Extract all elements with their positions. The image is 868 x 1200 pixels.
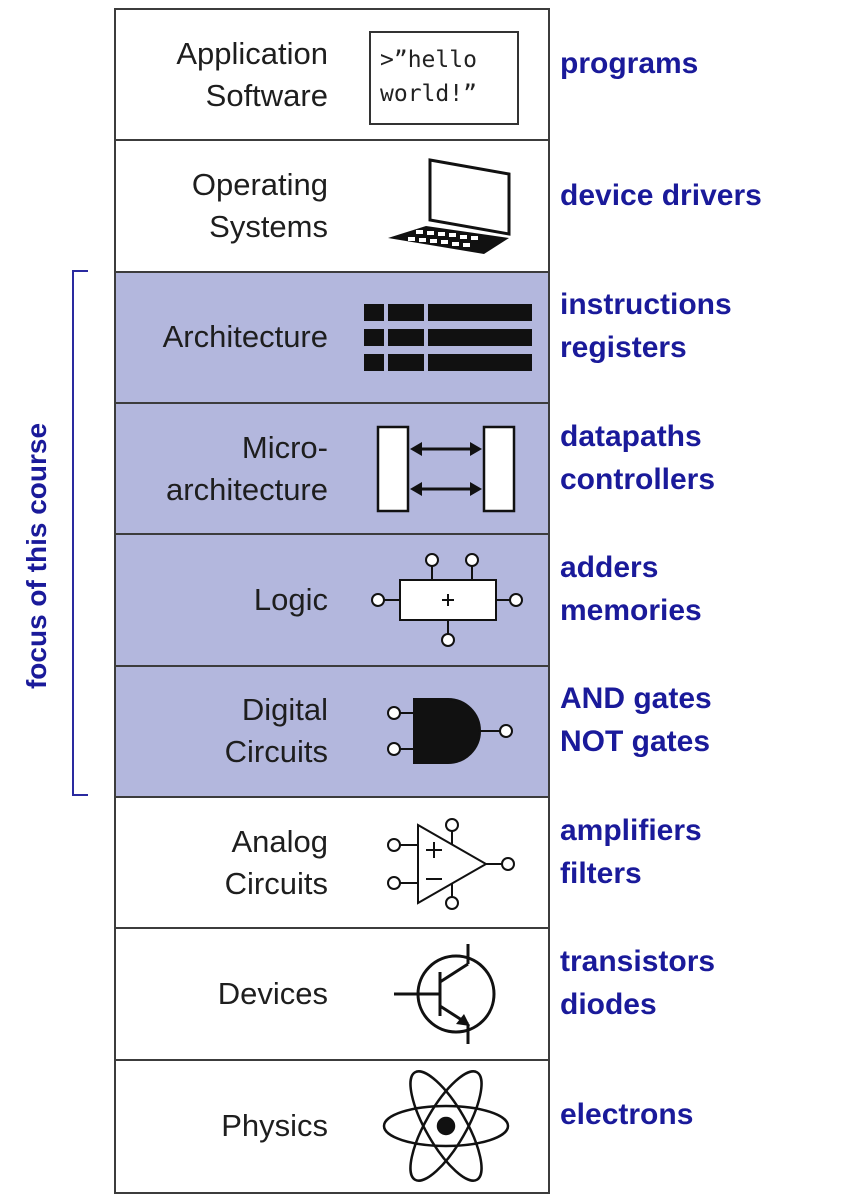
focus-label: focus of this course <box>21 422 52 690</box>
layer-examples: AND gates NOT gates <box>560 682 712 759</box>
layer-examples: instructions registers <box>560 288 732 365</box>
layer-analog-circuits: Analog Circuits <box>116 798 548 930</box>
layer-examples: electrons <box>560 1097 694 1131</box>
layer-physics: Physics <box>116 1060 548 1192</box>
layer-digital-circuits: Digital Circuits <box>116 666 548 798</box>
layer-examples: datapaths controllers <box>560 419 716 496</box>
layer-devices: Devices <box>116 929 548 1061</box>
laptop-icon <box>364 146 534 266</box>
layer-examples: transistors diodes <box>560 945 716 1021</box>
layer-name: Physics <box>221 1108 328 1144</box>
layer-logic: Logic <box>116 535 548 667</box>
register-table-icon <box>364 277 534 397</box>
layer-name: Operating Systems <box>191 166 328 244</box>
layer-name: Analog Circuits <box>224 823 328 901</box>
layer-name: Micro- architecture <box>166 429 328 507</box>
layer-architecture: Architecture <box>116 272 548 404</box>
and-gate-icon <box>364 671 534 791</box>
layer-name: Devices <box>217 975 328 1011</box>
layer-examples: programs <box>560 47 699 81</box>
hello-world-terminal-icon: >”hello world!” <box>364 15 534 135</box>
layer-operating-systems: Operating Systems <box>116 141 548 273</box>
layer-examples: device drivers <box>560 178 762 212</box>
layer-name: Digital Circuits <box>224 692 328 770</box>
transistor-icon <box>364 934 534 1054</box>
layer-application-software: Application Software >”hello world!” <box>116 10 548 142</box>
datapath-icon <box>364 409 534 529</box>
layer-name: Application Software <box>176 35 328 113</box>
layer-name: Architecture <box>162 319 328 355</box>
layer-microarchitecture: Micro- architecture <box>116 404 548 536</box>
layer-examples: adders memories <box>560 551 702 627</box>
focus-bracket <box>72 270 88 796</box>
adder-block-icon <box>364 540 534 660</box>
atom-icon <box>364 1066 534 1186</box>
layer-examples: amplifiers filters <box>560 813 702 890</box>
abstraction-stack: Application Software >”hello world!” Ope… <box>114 8 550 1194</box>
op-amp-icon <box>364 803 534 923</box>
hello-world-text: >”hello world!” <box>369 30 519 125</box>
layer-name: Logic <box>253 581 328 617</box>
